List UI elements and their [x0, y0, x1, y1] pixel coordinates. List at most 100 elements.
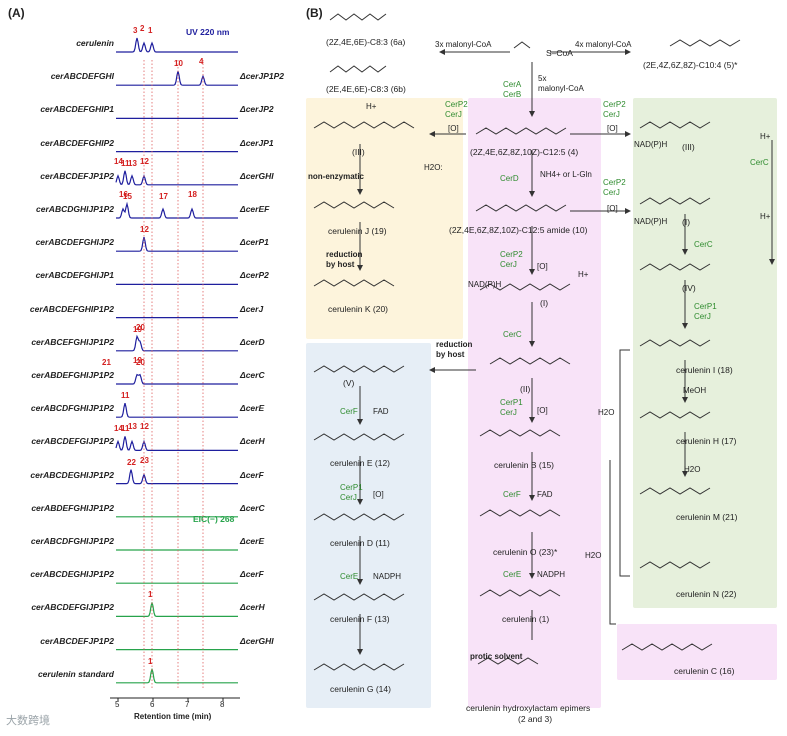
enzyme-cerP2-cerJ-mid: CerP2 CerJ	[500, 250, 523, 269]
compound-4: (2Z,4E,6Z,8Z,10Z)-C12:5 (4)	[470, 147, 579, 157]
compound-2-3-num: (2 and 3)	[518, 714, 553, 724]
trace-left-label: cerABCDFGHIJP1P2	[30, 403, 114, 414]
enzyme-cerP1-cerJ-right: CerP1 CerJ	[694, 302, 717, 321]
enzyme-cerC-mid: CerC	[503, 330, 522, 339]
trace-left-label: cerABCDEGHIJP1P2	[30, 569, 114, 580]
trace-left-label: cerulenin	[76, 38, 114, 48]
oxygen-4: [O]	[373, 490, 384, 499]
panel-a-label: (A)	[8, 6, 25, 20]
compound-5: (2E,4Z,6Z,8Z)-C10:4 (5)*	[643, 60, 738, 70]
trace-row: cerABCEFGHIJP1P2 ΔcerD	[0, 333, 300, 355]
water-2: H2O	[598, 408, 615, 417]
peak-label: 12	[140, 156, 149, 166]
trace-right-label: ΔcerF	[240, 469, 264, 480]
chain-III-right	[639, 121, 711, 129]
oxygen-3: [O]	[448, 124, 459, 133]
pink-region-c	[617, 624, 777, 680]
peak-label: 20	[136, 358, 145, 367]
fad-mid: FAD	[537, 490, 553, 499]
compound-14: cerulenin G (14)	[330, 684, 391, 694]
trace-left-label: cerulenin standard	[37, 668, 114, 679]
trace-right-label: ΔcerH	[240, 602, 265, 613]
peak-label: 10	[174, 59, 183, 69]
chromatogram-svg	[110, 37, 240, 701]
panel-b-label: (B)	[306, 6, 323, 20]
compound-12: cerulenin E (12)	[330, 458, 391, 468]
chain-6b	[329, 65, 387, 73]
nh4-cofactor: NH4+ or L-Gln	[540, 170, 592, 179]
chain-22	[639, 561, 711, 569]
compound-I: (I)	[540, 298, 549, 308]
trace-line	[116, 602, 238, 618]
peak-label: 12	[140, 422, 149, 432]
peak-label: 1	[148, 590, 153, 600]
proton-4: H+	[760, 212, 771, 221]
trace-right-label: ΔcerJ	[240, 303, 264, 314]
peak-label: 14	[114, 424, 123, 434]
trace-line	[116, 668, 238, 684]
compound-6a: (2Z,4E,6E)-C8:3 (6a)	[326, 37, 406, 47]
peak-label: 20	[136, 322, 145, 332]
acetyl-coa	[513, 41, 531, 49]
pathway-svg	[313, 13, 775, 671]
peak-label: 1	[148, 26, 153, 35]
trace-line	[116, 71, 238, 86]
yellow-region	[306, 98, 463, 339]
trace-row: cerulenin	[0, 34, 300, 56]
peak-label: 21	[102, 358, 111, 367]
malonyl-3x: 3x malonyl-CoA	[435, 40, 492, 49]
peak-label: 3	[133, 26, 138, 35]
trace-right-label: ΔcerJP2	[240, 104, 274, 115]
chain-15	[479, 429, 561, 437]
trace-row: cerulenin standard	[0, 665, 300, 687]
compound-III-left: (III)	[352, 147, 365, 157]
peak-label: 11	[121, 158, 130, 168]
protic-solvent-note: protic solvent	[470, 652, 523, 661]
peak-label: 23	[140, 455, 149, 465]
chain-1	[479, 589, 561, 597]
peak-label: 19	[133, 356, 142, 365]
proton-3: H+	[760, 132, 771, 141]
compound-11: cerulenin D (11)	[330, 538, 390, 548]
water-3: H2O	[684, 465, 701, 474]
non-enzymatic-note: non-enzymatic	[308, 172, 365, 181]
reduction-note-1: reduction by host	[326, 250, 363, 269]
compound-16: cerulenin C (16)	[674, 666, 735, 676]
tick-5: 5	[115, 700, 120, 709]
eic-tag: EIC(−) 268	[193, 514, 235, 524]
malonyl-5x: 5x malonyl-CoA	[538, 74, 584, 93]
water-4: H2O	[585, 551, 602, 560]
compound-22: cerulenin N (22)	[676, 589, 737, 599]
trace-left-label: cerABCDEFGIJP1P2	[31, 602, 114, 613]
x-axis-title: Retention time (min)	[134, 712, 212, 721]
chain-13	[313, 593, 405, 601]
green-region	[633, 98, 777, 608]
compound-18: cerulenin I (18)	[676, 365, 733, 375]
proton-2: H+	[578, 270, 589, 279]
peak-label: 4	[199, 57, 204, 67]
chain-11	[313, 513, 405, 521]
peak-label: 13	[128, 158, 137, 168]
trace-right-label: ΔcerD	[240, 336, 265, 347]
trace-line	[116, 37, 238, 53]
tick-6: 6	[150, 700, 155, 709]
trace-left-label: cerABCEFGHIJP1P2	[31, 336, 114, 347]
peak-label: 17	[159, 192, 168, 201]
trace-right-label: ΔcerP1	[240, 237, 269, 248]
enzyme-cerA-cerB: CerA CerB	[503, 80, 522, 99]
trace-row: cerABCDEFGIJP1P2 ΔcerH	[0, 598, 300, 620]
trace-line	[115, 170, 238, 186]
trace-right-label: ΔcerE	[240, 403, 265, 414]
enzyme-cerF-left: CerF	[340, 407, 358, 416]
chain-III-left	[313, 121, 415, 129]
